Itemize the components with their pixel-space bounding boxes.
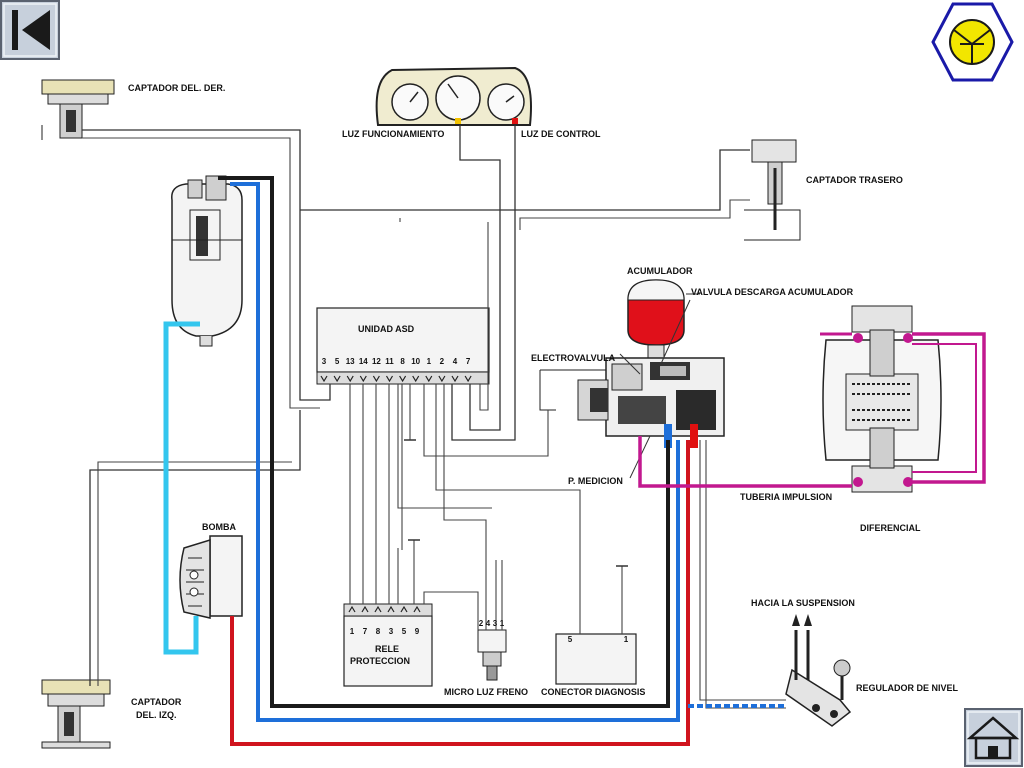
micro-luz-freno xyxy=(477,629,507,681)
asd-pin-number: 4 xyxy=(453,357,458,366)
label-rele-line2: PROTECCION xyxy=(350,656,410,666)
rele-pin-number: 5 xyxy=(402,627,407,636)
rele-pin-connector xyxy=(361,605,369,613)
bomba-pump xyxy=(179,535,243,619)
conector-pin-number: 5 xyxy=(568,635,573,644)
regulador-nivel xyxy=(785,614,852,727)
asd-pin-number: 3 xyxy=(322,357,327,366)
micro-pin-number: 4 xyxy=(486,619,491,628)
asd-pin-connector xyxy=(372,375,380,383)
label-regulador-nivel: REGULADOR DE NIVEL xyxy=(856,683,959,693)
rele-pin-connector xyxy=(387,605,395,613)
transistor-hexagon-icon xyxy=(949,19,995,65)
rele-pin-number: 1 xyxy=(350,627,355,636)
logo-badge[interactable] xyxy=(931,2,1014,82)
asd-pin-number: 11 xyxy=(385,357,394,366)
asd-pin-connector xyxy=(438,375,446,383)
hydraulic-block xyxy=(539,279,725,448)
label-captador-izq-line1: CAPTADOR xyxy=(131,697,182,707)
home-button[interactable] xyxy=(964,708,1023,767)
label-rele-line1: RELE xyxy=(375,644,399,654)
asd-pin-connector xyxy=(320,375,328,383)
label-captador-trasero: CAPTADOR TRASERO xyxy=(806,175,903,185)
skip-back-icon xyxy=(12,10,50,50)
captador-del-izq xyxy=(41,679,111,749)
conector-pin-number: 1 xyxy=(624,635,629,644)
back-button[interactable] xyxy=(0,0,60,60)
rele-pin-connector xyxy=(413,605,421,613)
asd-pin-number: 5 xyxy=(335,357,340,366)
rele-pin-connector xyxy=(374,605,382,613)
rele-pin-connector xyxy=(400,605,408,613)
label-p-medicion: P. MEDICION xyxy=(568,476,623,486)
micro-pin-number: 2 xyxy=(479,619,484,628)
unidad-asd xyxy=(316,307,490,385)
asd-pin-connector xyxy=(464,375,472,383)
conector-diagnosis xyxy=(555,633,637,685)
asd-pin-connector xyxy=(399,375,407,383)
micro-pin-number: 3 xyxy=(493,619,498,628)
asd-pin-number: 7 xyxy=(466,357,471,366)
captador-trasero xyxy=(744,139,801,241)
fluid-reservoir xyxy=(171,175,243,347)
asd-pin-number: 1 xyxy=(427,357,432,366)
label-captador-der: CAPTADOR DEL. DER. xyxy=(128,83,225,93)
asd-pin-connector xyxy=(359,375,367,383)
electrical-wires xyxy=(82,125,786,709)
label-conector-diagnosis: CONECTOR DIAGNOSIS xyxy=(541,687,645,697)
captador-del-der xyxy=(41,79,115,140)
label-diferencial: DIFERENCIAL xyxy=(860,523,921,533)
asd-pin-number: 10 xyxy=(411,357,420,366)
rele-pin-number: 8 xyxy=(376,627,381,636)
label-tuberia-impulsion: TUBERIA IMPULSION xyxy=(740,492,832,502)
label-bomba: BOMBA xyxy=(202,522,236,532)
label-acumulador: ACUMULADOR xyxy=(627,266,693,276)
asd-pin-number: 13 xyxy=(346,357,355,366)
rele-pin-connector xyxy=(348,605,356,613)
label-valvula-descarga: VALVULA DESCARGA ACUMULADOR xyxy=(691,287,854,297)
label-luz-control: LUZ DE CONTROL xyxy=(521,129,601,139)
asd-pin-connector xyxy=(451,375,459,383)
rele-pin-number: 3 xyxy=(389,627,394,636)
micro-pin-number: 1 xyxy=(500,619,505,628)
asd-pin-connector xyxy=(425,375,433,383)
asd-pin-number: 12 xyxy=(372,357,381,366)
asd-pin-number: 2 xyxy=(440,357,445,366)
asd-pin-connector xyxy=(385,375,394,383)
hydraulic-lines xyxy=(163,176,986,746)
label-hacia-suspension: HACIA LA SUSPENSION xyxy=(751,598,855,608)
asd-pin-number: 14 xyxy=(359,357,368,366)
asd-pin-number: 8 xyxy=(400,357,405,366)
label-captador-izq-line2: DEL. IZQ. xyxy=(136,710,177,720)
rele-pin-number: 9 xyxy=(415,627,420,636)
home-icon xyxy=(966,716,1020,760)
rele-proteccion xyxy=(343,603,433,687)
asd-pin-connector xyxy=(412,375,420,383)
instrument-cluster xyxy=(375,66,532,126)
diferencial xyxy=(822,305,942,493)
label-luz-funcionamiento: LUZ FUNCIONAMIENTO xyxy=(342,129,444,139)
asd-pin-connector xyxy=(333,375,341,383)
asd-pin-connector xyxy=(346,375,354,383)
label-micro-luz-freno: MICRO LUZ FRENO xyxy=(444,687,528,697)
label-unidad-asd: UNIDAD ASD xyxy=(358,324,415,334)
rele-pin-number: 7 xyxy=(363,627,368,636)
label-electrovalvula: ELECTROVALVULA xyxy=(531,353,616,363)
